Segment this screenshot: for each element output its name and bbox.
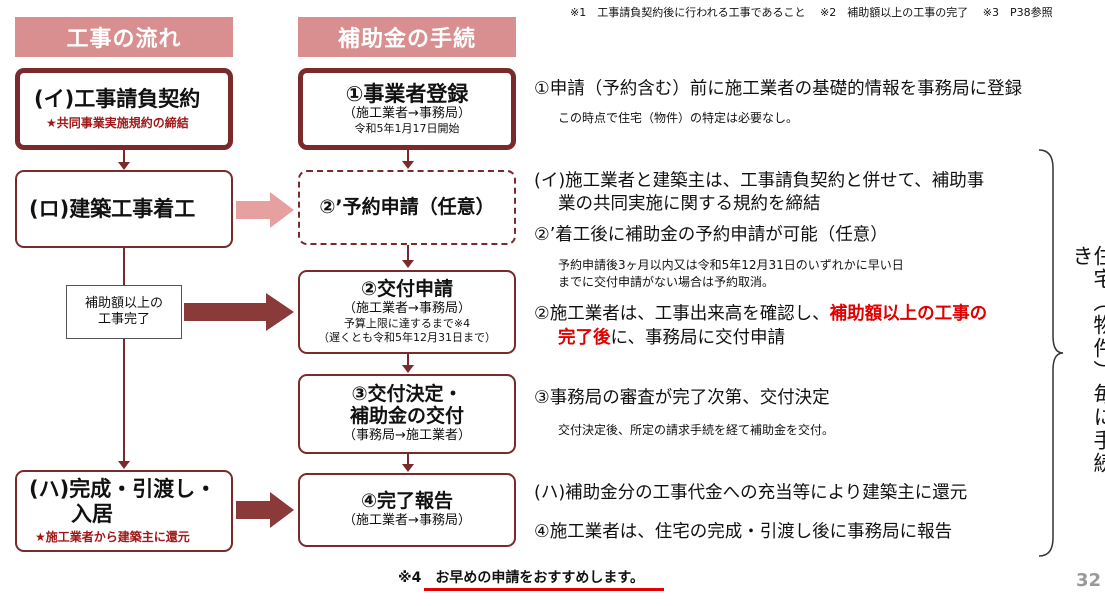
desc-text: に、事務局に交付申請 [610, 328, 785, 348]
flow-arrowhead [402, 161, 414, 169]
box-title: ③交付決定・ [351, 383, 463, 406]
desc-reservation-note: 予約申請後3ヶ月以内又は令和5年12月31日のいずれかに早い日 [558, 258, 904, 272]
desc-return-to-owner: (ハ)補助金分の工事代金への充当等により建築主に還元 [534, 483, 968, 503]
bottom-note-prefix: ※4 [398, 570, 436, 586]
top-note: ※1 工事請負契約後に行われる工事であること ※2 補助額以上の工事の完了 ※3… [570, 6, 1053, 19]
header-construction-flow: 工事の流れ [15, 17, 233, 57]
flow-arrowhead [402, 365, 414, 373]
flow-line [407, 150, 409, 162]
header-subsidy-procedure: 補助金の手続 [298, 17, 516, 57]
desc-highlight: 補助額以上の工事の [829, 304, 988, 324]
note-line: 工事完了 [97, 312, 150, 327]
desc-completion-report: ④施工業者は、住宅の完成・引渡し後に事務局に報告 [534, 522, 953, 542]
flow-line [407, 454, 409, 465]
box-construction-start: (ロ)建築工事着工 [15, 170, 233, 248]
desc-contract-line: (イ)施工業者と建築主は、工事請負契約と併せて、補助事 [534, 171, 985, 191]
flow-arrowhead [118, 461, 130, 469]
page-number: 32 [1076, 570, 1102, 591]
box-title: ①事業者登録 [345, 81, 469, 106]
box-construction-contract: (イ)工事請負契約 ★共同事業実施規約の締結 [15, 68, 233, 150]
bottom-note: ※4 お早めの申請をおすすめします。 [398, 567, 644, 587]
box-completion-handover: (ハ)完成・引渡し・ 入居 ★施工業者から建築主に還元 [15, 470, 233, 552]
arrow-right-dark [236, 492, 294, 528]
box-business-registration: ①事業者登録 （施工業者→事務局） 令和5年1月17日開始 [298, 68, 516, 150]
flow-line [407, 245, 409, 261]
desc-reservation: ②’着工後に補助金の予約申請が可能（任意） [534, 225, 888, 245]
flow-line [407, 354, 409, 367]
box-title: 入居 [71, 501, 113, 526]
desc-grant-decision: ③事務局の審査が完了次第、交付決定 [534, 388, 830, 408]
box-title: ②’予約申請（任意） [319, 195, 495, 218]
box-title: (イ)工事請負契約 [34, 86, 201, 111]
box-work-completed-note: 補助額以上の 工事完了 [66, 285, 182, 339]
flow-arrowhead [118, 162, 130, 170]
bottom-note-text: お早めの申請をおすすめします。 [435, 570, 644, 586]
bottom-note-underline [424, 588, 664, 591]
desc-grant-application-line: 完了後に、事務局に交付申請 [558, 327, 785, 350]
box-line: 予算上限に達するまで※4 [343, 316, 471, 330]
side-label-per-house: 住宅（物件）毎に手続き [1070, 245, 1105, 475]
flow-arrowhead [402, 260, 414, 268]
desc-highlight: 完了後 [558, 328, 611, 348]
desc-text: ②施工業者は、工事出来高を確認し、 [534, 304, 830, 324]
box-grant-decision: ③交付決定・ 補助金の交付 （事務局→施工業者） [298, 374, 516, 454]
box-line: （遅くとも令和5年12月31日まで） [318, 331, 496, 345]
note-line: 補助額以上の [84, 295, 163, 311]
box-title: (ハ)完成・引渡し・ [29, 477, 217, 502]
flow-line [123, 248, 125, 462]
box-line: （施工業者→事務局） [343, 300, 471, 316]
desc-contract-line: 業の共同実施に関する規約を締結 [558, 194, 821, 214]
desc-grant-decision-note: 交付決定後、所定の請求手続を経て補助金を交付。 [558, 423, 835, 437]
arrow-right-light [236, 192, 294, 228]
flow-arrowhead [402, 464, 414, 472]
box-completion-report: ④完了報告 （施工業者→事務局） [298, 473, 516, 547]
box-subnote: ★施工業者から建築主に還元 [35, 529, 190, 544]
desc-registration-note: この時点で住宅（物件）の特定は必要なし。 [558, 111, 799, 125]
desc-reservation-note: までに交付申請がない場合は予約取消。 [558, 275, 775, 289]
box-line: （事務局→施工業者） [343, 427, 471, 443]
box-line: （施工業者→事務局） [343, 512, 471, 528]
box-line: 令和5年1月17日開始 [354, 122, 460, 136]
box-subnote: ★共同事業実施規約の締結 [46, 116, 189, 131]
flow-line [123, 150, 125, 164]
box-reservation-application: ②’予約申請（任意） [298, 170, 516, 245]
box-line: （施工業者→事務局） [343, 105, 471, 121]
right-brace [1038, 149, 1064, 557]
desc-grant-application-line: ②施工業者は、工事出来高を確認し、補助額以上の工事の [534, 303, 987, 326]
box-title: (ロ)建築工事着工 [29, 196, 196, 221]
box-title: ②交付申請 [360, 277, 454, 300]
desc-registration: ①申請（予約含む）前に施工業者の基礎的情報を事務局に登録 [534, 79, 1023, 99]
box-title: 補助金の交付 [349, 404, 464, 427]
box-title: ④完了報告 [360, 489, 454, 512]
arrow-right-dark [184, 293, 294, 331]
box-grant-application: ②交付申請 （施工業者→事務局） 予算上限に達するまで※4 （遅くとも令和5年1… [298, 270, 516, 354]
